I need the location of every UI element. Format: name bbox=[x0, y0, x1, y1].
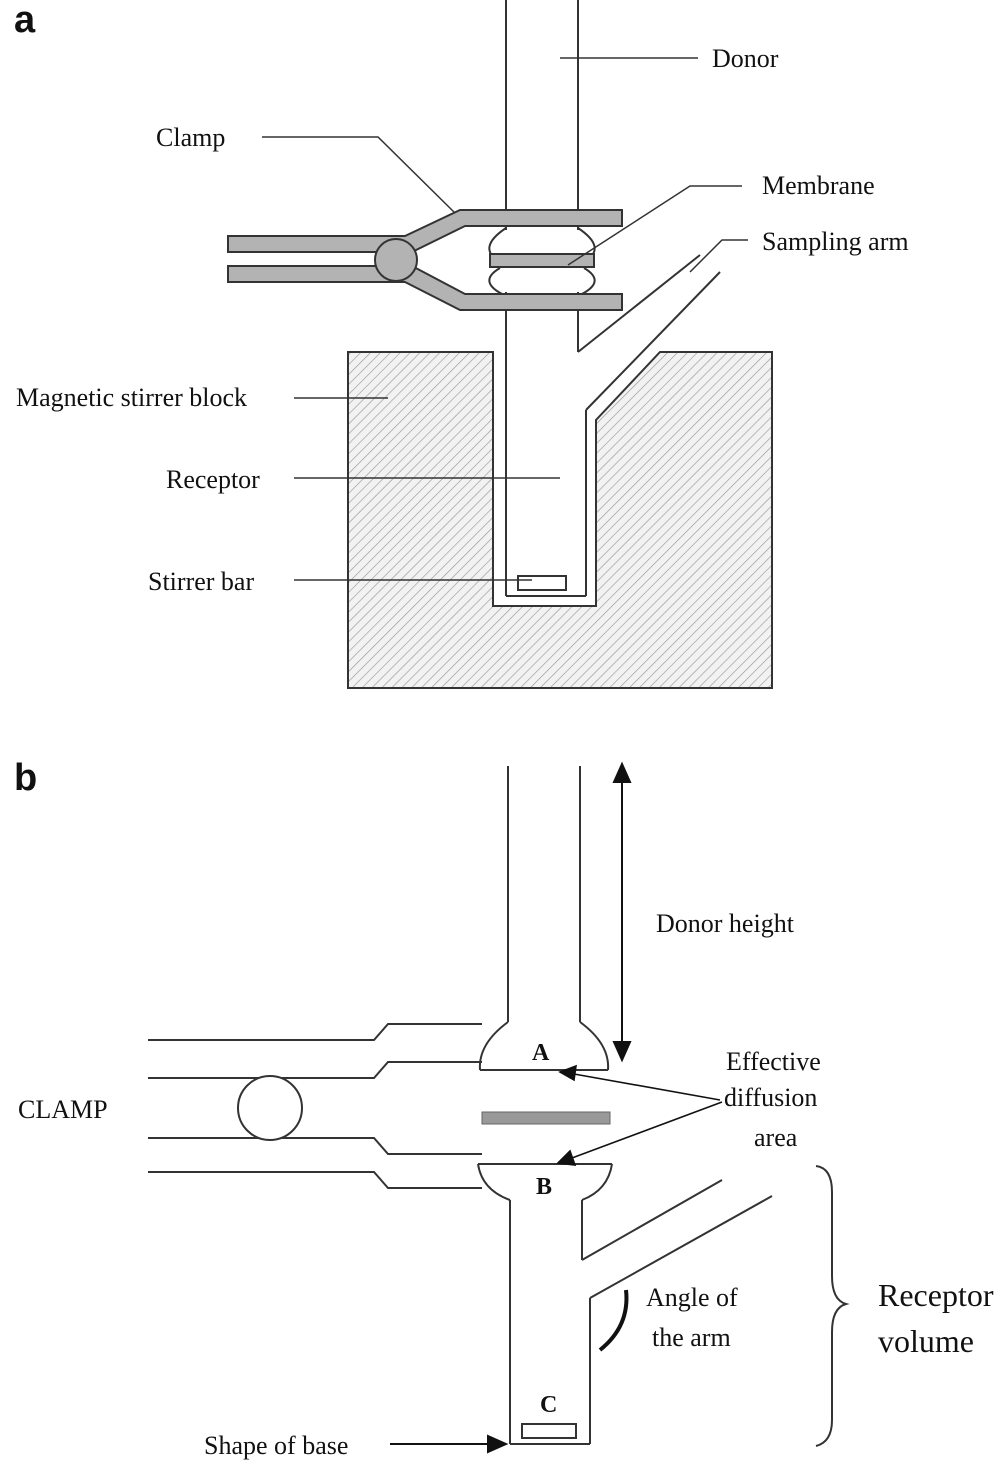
cell-tube bbox=[505, 0, 587, 597]
receptor-volume-line1: Receptor bbox=[878, 1277, 994, 1313]
receptor-label: Receptor bbox=[166, 465, 260, 494]
point-c-label: C bbox=[540, 1392, 557, 1418]
effective-label-line3: area bbox=[754, 1123, 798, 1152]
stirrer-bar-b bbox=[521, 1423, 577, 1439]
clamp-pivot bbox=[374, 238, 418, 282]
membrane-b bbox=[481, 1111, 611, 1125]
point-b-label: B bbox=[536, 1174, 552, 1200]
shape-of-base-arrow bbox=[390, 1434, 509, 1454]
diffusion-area-arrows bbox=[556, 1064, 723, 1166]
sampling-arm-label: Sampling arm bbox=[762, 227, 909, 256]
stirrer-bar-label: Stirrer bar bbox=[148, 567, 254, 596]
angle-of-arm-arc bbox=[598, 1289, 629, 1352]
effective-label-line1: Effective bbox=[726, 1047, 821, 1076]
membrane-label: Membrane bbox=[762, 171, 875, 200]
donor-height-arrow bbox=[612, 761, 632, 1063]
magnetic-stirrer-block bbox=[347, 351, 773, 689]
clamp bbox=[227, 209, 623, 311]
clamp-label: Clamp bbox=[156, 123, 225, 152]
effective-label-line2: diffusion bbox=[724, 1083, 817, 1112]
receptor-tube-b bbox=[509, 1200, 591, 1445]
panel-b-letter: b bbox=[14, 757, 37, 799]
magnetic-stirrer-block-label: Magnetic stirrer block bbox=[16, 383, 247, 412]
panel-a-letter: a bbox=[14, 0, 36, 41]
panel-b: b bbox=[14, 757, 994, 1460]
shape-of-base-label: Shape of base bbox=[204, 1431, 348, 1460]
stirrer-bar bbox=[517, 575, 567, 591]
membrane bbox=[489, 253, 595, 268]
sampling-arm-b bbox=[581, 1179, 773, 1299]
angle-label-line2: the arm bbox=[652, 1323, 731, 1352]
point-a-label: A bbox=[532, 1040, 550, 1066]
panel-a: a bbox=[14, 0, 909, 689]
donor-label: Donor bbox=[712, 44, 779, 73]
donor-height-label: Donor height bbox=[656, 909, 795, 938]
donor-tube-b bbox=[477, 766, 613, 1201]
receptor-volume-brace bbox=[815, 1165, 850, 1447]
sampling-arm bbox=[577, 254, 721, 411]
angle-label-line1: Angle of bbox=[646, 1283, 738, 1312]
clamp-label-b: CLAMP bbox=[18, 1095, 108, 1124]
clamp-b bbox=[148, 1023, 482, 1189]
leader-lines-a bbox=[262, 57, 748, 581]
clamp-pivot-b bbox=[237, 1075, 303, 1141]
receptor-volume-line2: volume bbox=[878, 1323, 974, 1359]
